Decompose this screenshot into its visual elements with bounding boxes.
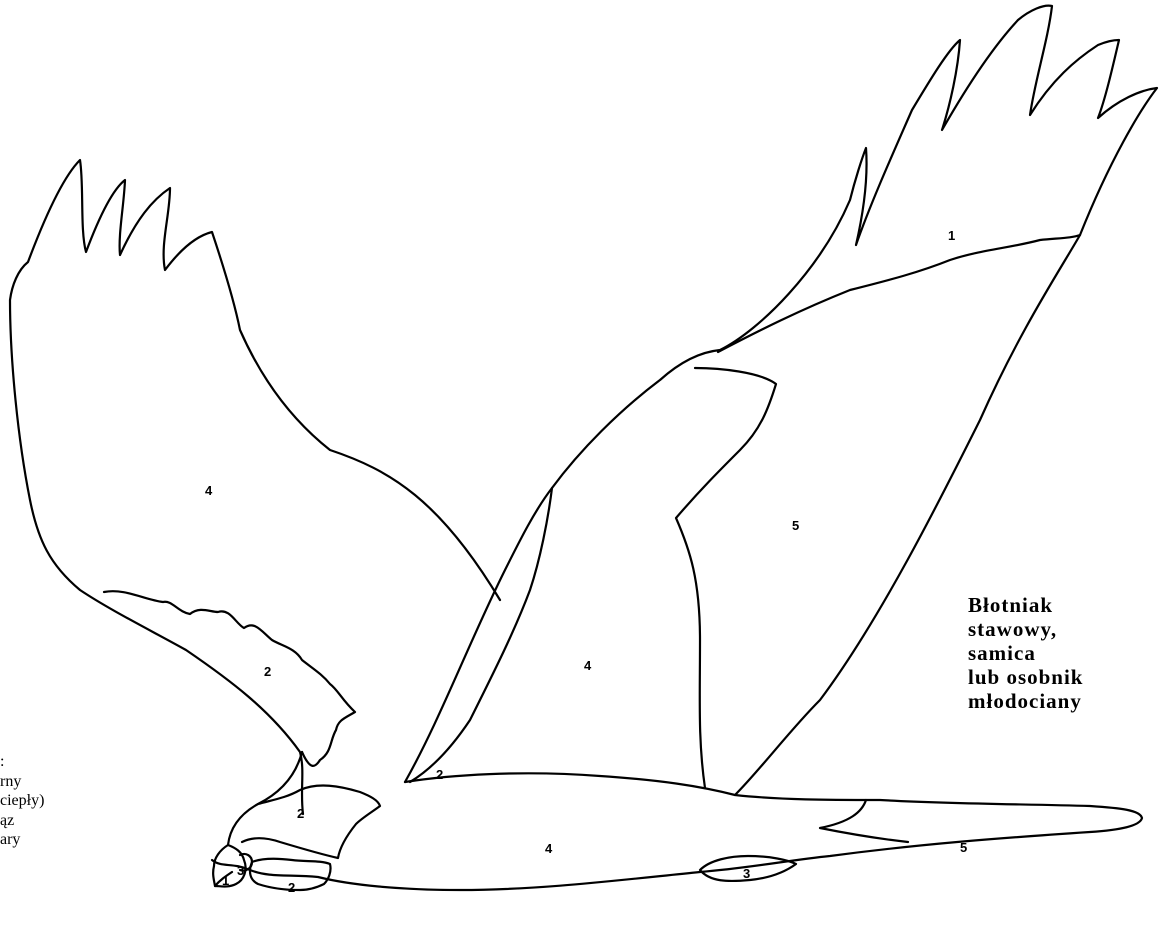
legend-line: :	[0, 752, 44, 772]
right-wing-tip-division	[718, 235, 1080, 352]
left-wing-label: 4	[205, 483, 213, 498]
color-legend-fragment: : rny ciepły) ąz ary	[0, 752, 44, 850]
left-wing-band-outline	[104, 591, 355, 766]
right-wing-tip-label: 1	[948, 228, 955, 243]
caption-line: lub osobnik	[968, 665, 1084, 689]
body-label: 4	[545, 841, 553, 856]
left-wing-band-label: 2	[264, 664, 271, 679]
legend-line: ciepły)	[0, 791, 44, 811]
legend-line: ąz	[0, 811, 44, 831]
beak-label: 1	[222, 873, 229, 888]
leg-label: 3	[743, 866, 750, 881]
caption-line: samica	[968, 641, 1084, 665]
right-wing-edge-strip	[410, 488, 552, 782]
head-top-label: 2	[297, 806, 304, 821]
right-wing-edge-label: 2	[436, 767, 443, 782]
species-caption: Błotniak stawowy, samica lub osobnik mło…	[968, 593, 1084, 713]
caption-line: młodociany	[968, 689, 1084, 713]
head-chin-label: 2	[288, 880, 295, 895]
left-wing-outline	[10, 160, 500, 814]
right-wing-inner-divider	[676, 368, 776, 788]
tail-label: 5	[960, 840, 967, 855]
caption-line: Błotniak	[968, 593, 1084, 617]
caption-line: stawowy,	[968, 617, 1084, 641]
right-wing-inner-label: 4	[584, 658, 592, 673]
head-top-patch	[242, 786, 380, 858]
eye-label: 3	[237, 863, 244, 878]
legend-line: rny	[0, 772, 44, 792]
right-wing-lower-label: 5	[792, 518, 799, 533]
tail-division	[820, 800, 908, 842]
legend-line: ary	[0, 830, 44, 850]
